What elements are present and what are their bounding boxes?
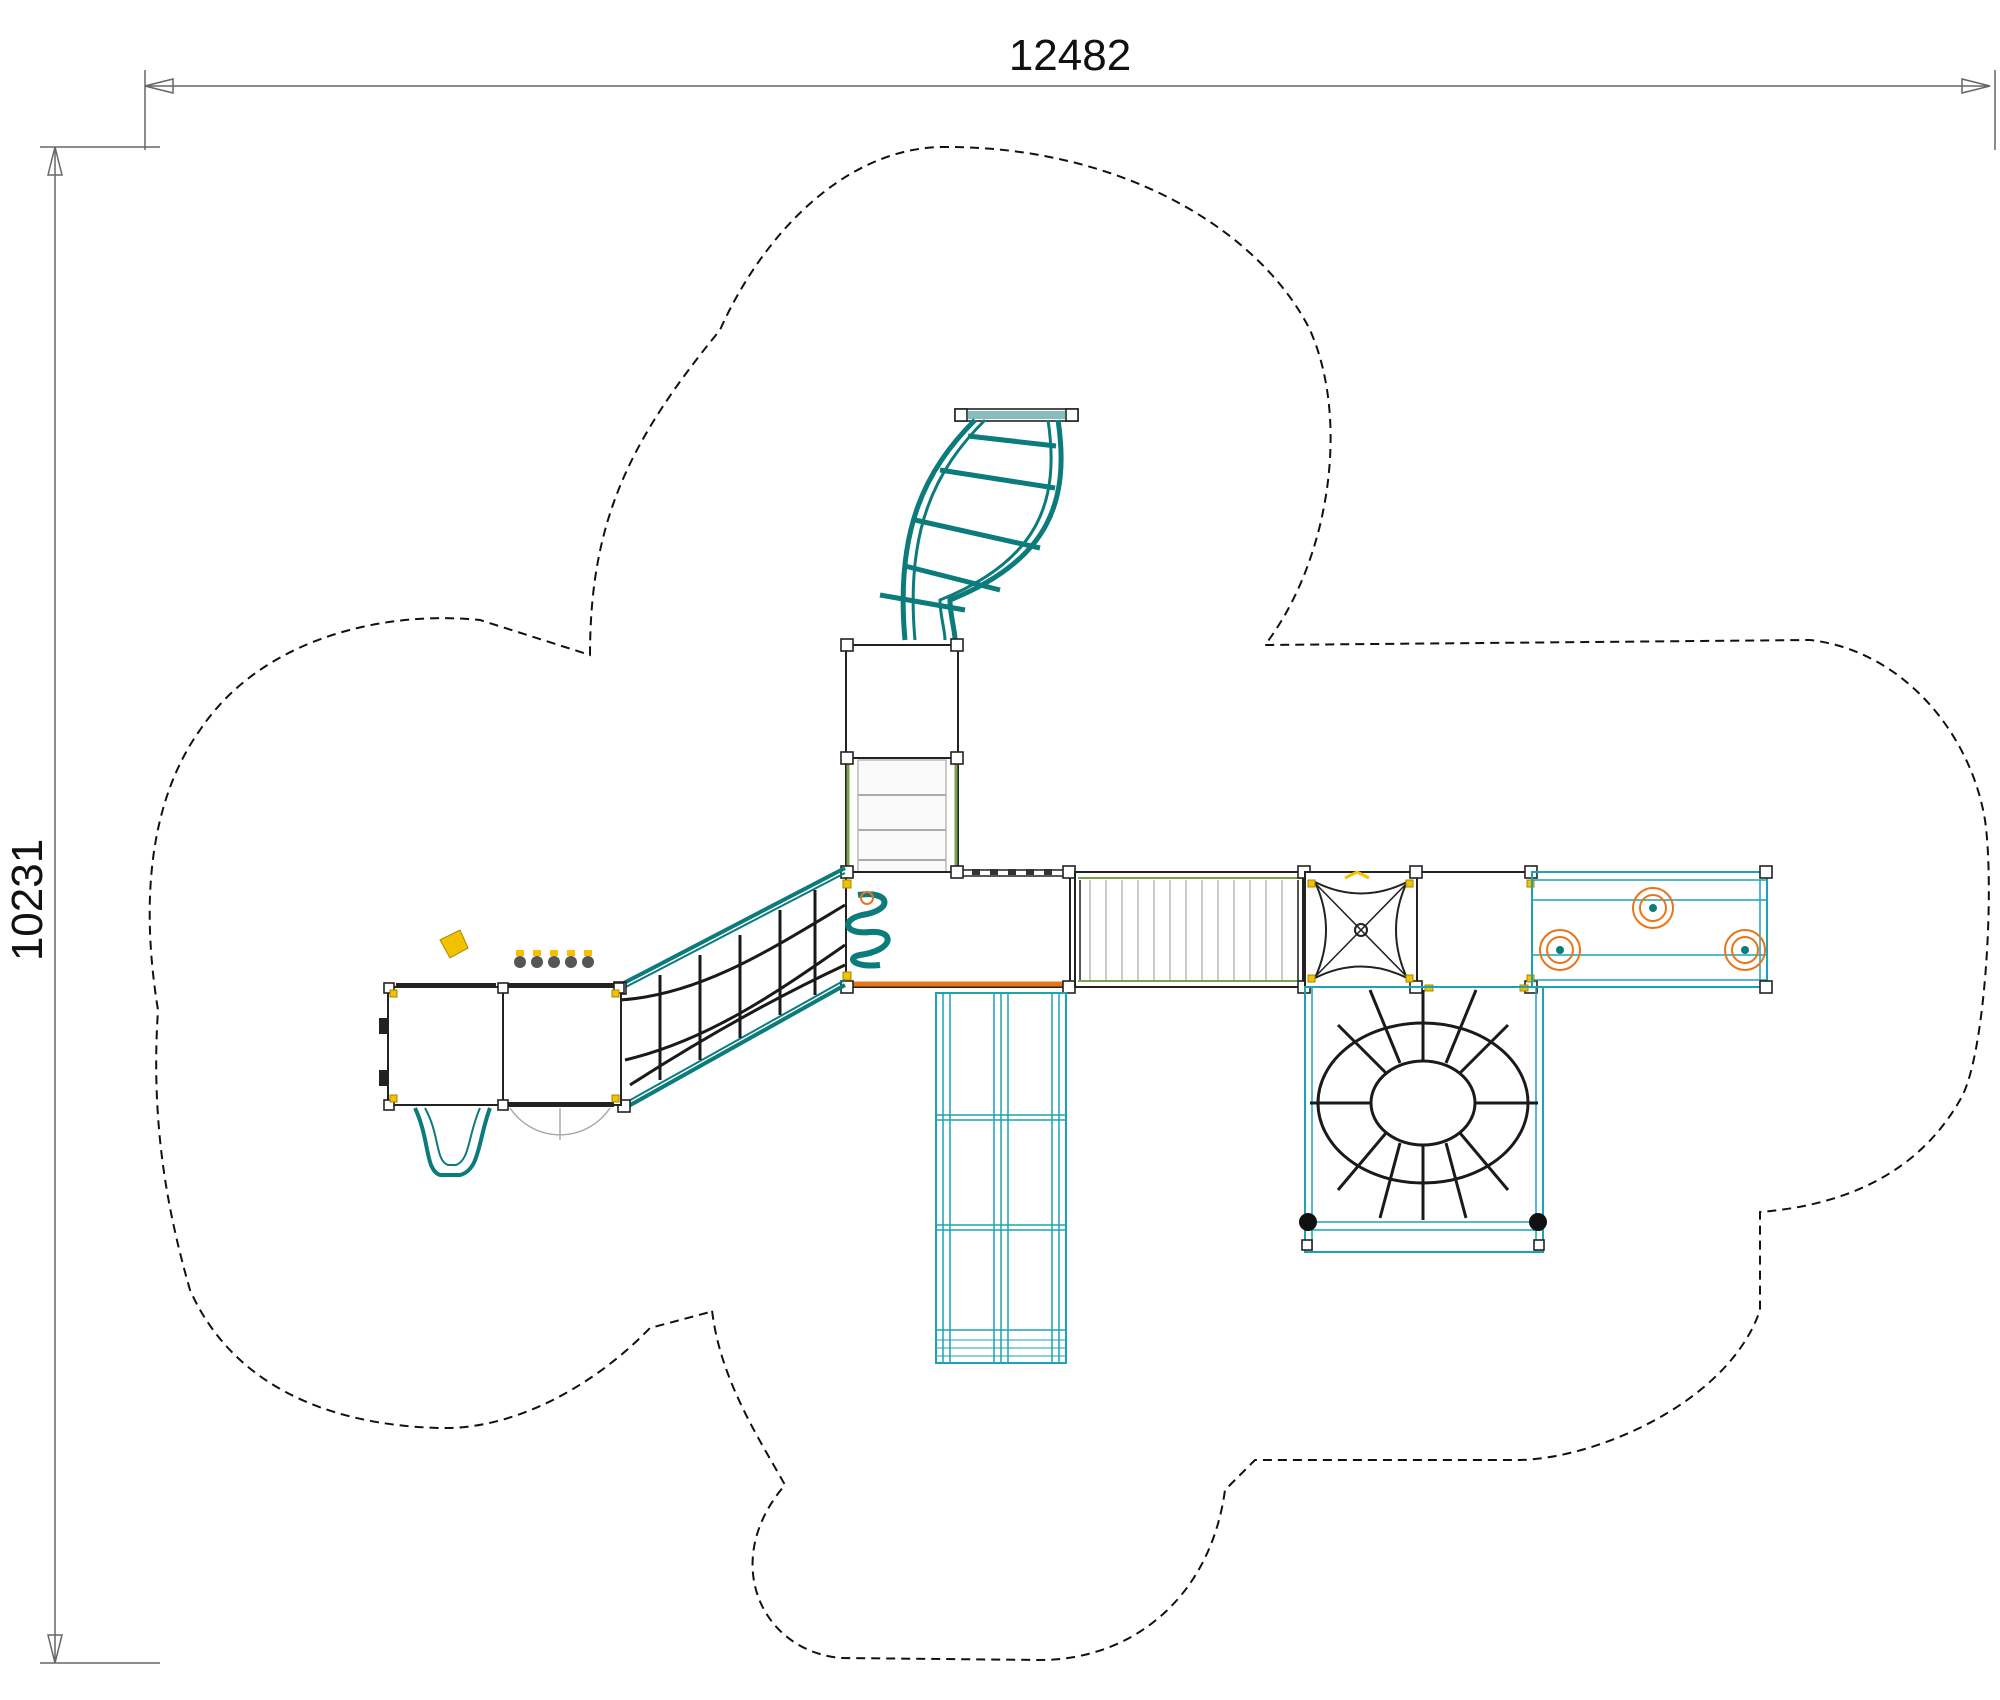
curved-climber xyxy=(879,408,1079,641)
dimension-lines: 12482 10231 xyxy=(3,31,1996,1664)
net-deck xyxy=(1304,865,1538,994)
spider-net xyxy=(1299,986,1547,1253)
safety-zone-outline xyxy=(148,145,1990,1662)
double-slide xyxy=(935,992,1067,1364)
panel-deck xyxy=(379,929,625,1177)
rope-bridge xyxy=(613,866,846,1113)
bridge xyxy=(1074,865,1311,994)
width-dimension-label: 12482 xyxy=(1009,31,1131,80)
tower xyxy=(840,638,964,876)
height-dimension-label: 10231 xyxy=(3,839,52,961)
central-deck xyxy=(840,865,1076,994)
stepping-platforms xyxy=(1531,865,1773,994)
